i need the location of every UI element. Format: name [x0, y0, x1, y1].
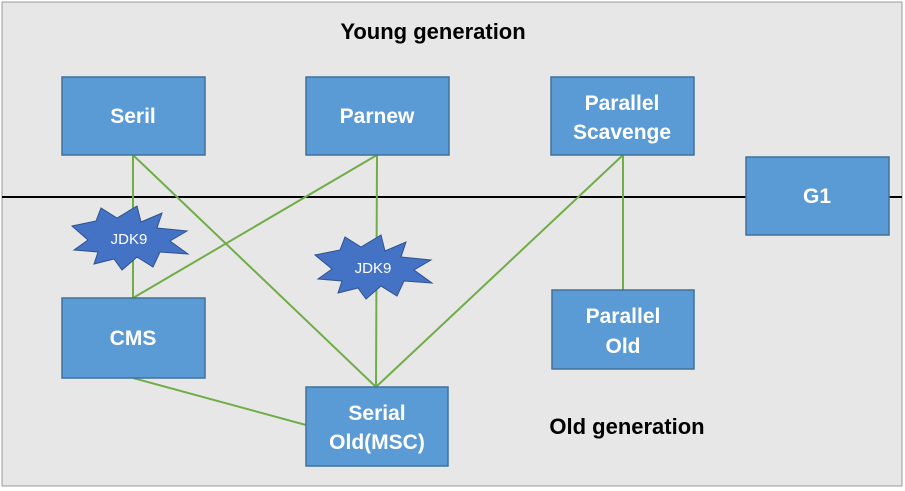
cms-box: [61, 297, 206, 379]
serial-old-label-line1: Serial: [348, 402, 405, 425]
g1-box: [745, 156, 890, 236]
explosion-star-icon: [313, 234, 434, 300]
parallel-old-box: [551, 289, 695, 370]
jdk9-badge-left-label: JDK9: [111, 231, 148, 248]
jdk9-badge-middle: JDK9: [313, 234, 434, 300]
connector-parallel-scavenge-serial-old: [375, 154, 624, 388]
parnew-label: Parnew: [340, 105, 415, 128]
collector-cms: CMS: [61, 297, 206, 379]
seril-label: Seril: [110, 105, 156, 128]
collector-g1: G1: [745, 156, 890, 236]
young-generation-label: Young generation: [340, 19, 525, 44]
parallel-scavenge-box: [550, 76, 695, 156]
collector-parallel-scavenge: Parallel Scavenge: [550, 76, 695, 156]
parallel-scavenge-label-line2: Scavenge: [573, 121, 671, 144]
parnew-box: [305, 76, 450, 156]
jdk9-badge-middle-label: JDK9: [355, 260, 392, 277]
collector-parallel-old: Parallel Old: [551, 289, 695, 370]
collector-serial-old: Serial Old(MSC): [305, 386, 449, 467]
old-generation-label: Old generation: [549, 414, 704, 439]
collector-parnew: Parnew: [305, 76, 450, 156]
collector-seril: Seril: [61, 76, 206, 156]
parallel-old-label-line1: Parallel: [586, 305, 661, 328]
connector-cms-serial-old: [132, 377, 307, 426]
serial-old-box: [305, 386, 449, 467]
g1-label: G1: [803, 185, 831, 208]
parallel-old-label-line2: Old: [606, 335, 641, 358]
connector-parnew-cms: [132, 154, 378, 299]
seril-box: [61, 76, 206, 156]
parallel-scavenge-label-line1: Parallel: [585, 92, 660, 115]
cms-label: CMS: [110, 327, 157, 350]
serial-old-label-line2: Old(MSC): [329, 431, 425, 454]
explosion-star-icon: [70, 205, 190, 271]
connector-seril-serial-old: [132, 154, 377, 388]
jdk9-badge-left: JDK9: [70, 205, 190, 271]
